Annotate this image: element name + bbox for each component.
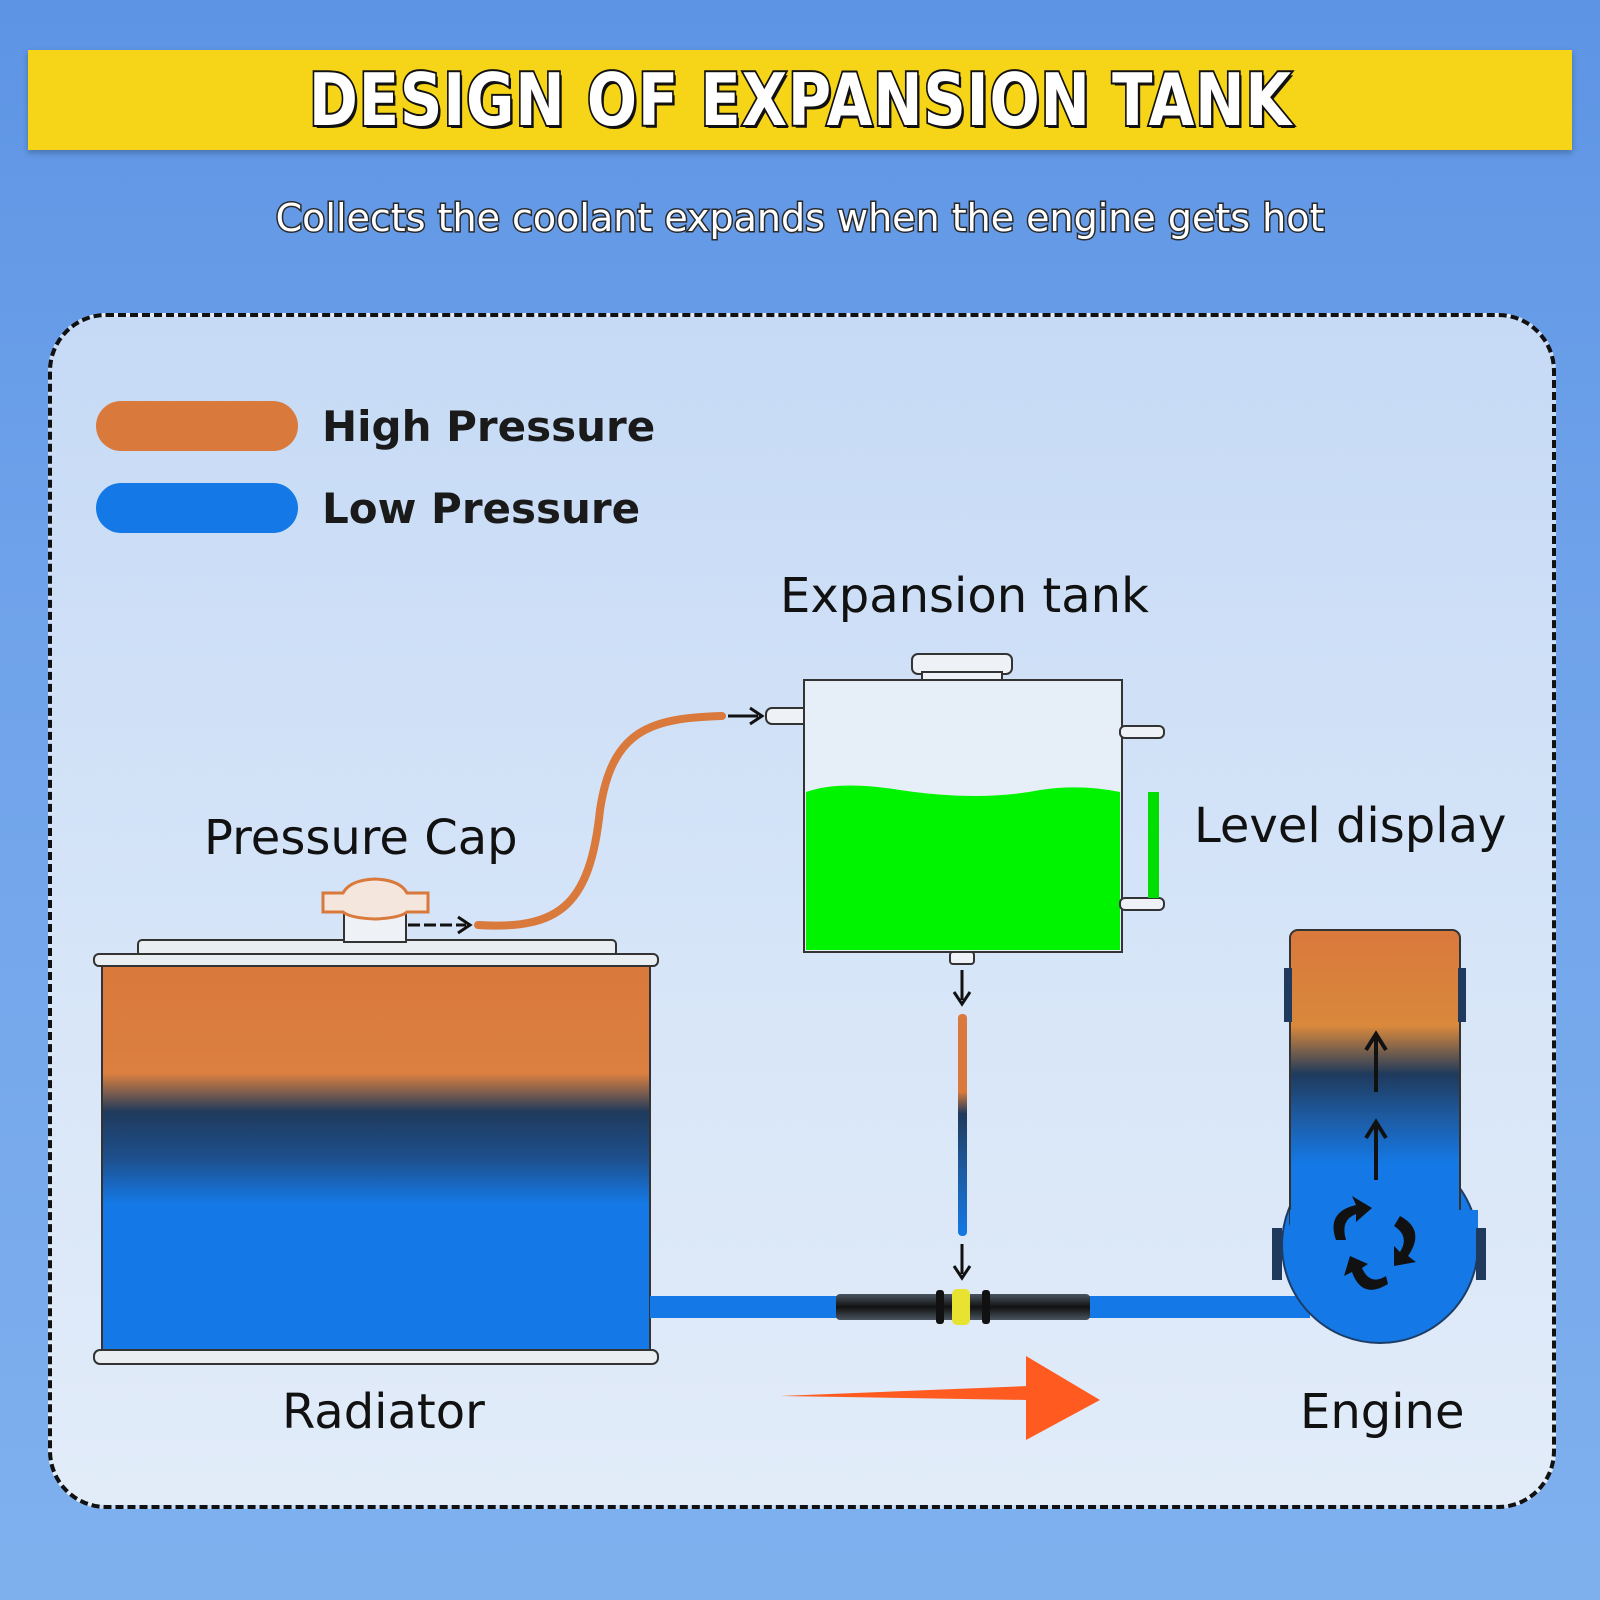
- radiator-body: [101, 965, 651, 1351]
- overflow-hose: [474, 712, 726, 930]
- tank-side-upper-nozzle: [1119, 725, 1165, 739]
- right-arrow-icon: [728, 706, 765, 726]
- joint-ring-right: [982, 1290, 990, 1324]
- radiator-top-rim: [93, 953, 659, 967]
- tank-side-lower-nozzle: [1119, 897, 1165, 911]
- label-engine: Engine: [1300, 1384, 1465, 1440]
- joint-ring-left: [936, 1290, 944, 1324]
- label-pressure-cap: Pressure Cap: [204, 810, 518, 866]
- up-arrow-icon: [1364, 1118, 1388, 1180]
- radiator: [93, 939, 659, 1365]
- legend-label-high: High Pressure: [322, 401, 656, 451]
- circulation-arrows-icon: [1333, 1196, 1416, 1290]
- page-subtitle: Collects the coolant expands when the en…: [274, 195, 1326, 242]
- level-display-tube: [1148, 792, 1159, 898]
- page-title: DESIGN OF EXPANSION TANK: [307, 56, 1292, 144]
- radiator-bottom-rim: [93, 1349, 659, 1365]
- right-arrow-icon: [408, 915, 473, 935]
- cap-head: [321, 877, 430, 921]
- feed-pipe: [958, 1014, 967, 1236]
- tank-outlet: [949, 951, 975, 965]
- expansion-tank: [765, 653, 1165, 965]
- legend-swatch-low: [96, 483, 298, 533]
- down-arrow-icon: [952, 970, 972, 1007]
- label-radiator: Radiator: [282, 1384, 485, 1440]
- pressure-cap: [321, 877, 430, 943]
- legend-label-low: Low Pressure: [322, 483, 641, 533]
- coolant-level: [806, 785, 1120, 950]
- legend-high-pressure: High Pressure: [96, 401, 655, 451]
- tee-connector: [952, 1289, 970, 1325]
- down-arrow-icon: [952, 1244, 972, 1281]
- legend-swatch-high: [96, 401, 298, 451]
- title-banner: DESIGN OF EXPANSION TANK: [28, 50, 1572, 150]
- label-expansion-tank: Expansion tank: [780, 568, 1149, 624]
- up-arrow-icon: [1364, 1030, 1388, 1092]
- label-level-display: Level display: [1194, 798, 1507, 854]
- flow-direction-arrow-icon: [780, 1356, 1100, 1440]
- legend-low-pressure: Low Pressure: [96, 483, 640, 533]
